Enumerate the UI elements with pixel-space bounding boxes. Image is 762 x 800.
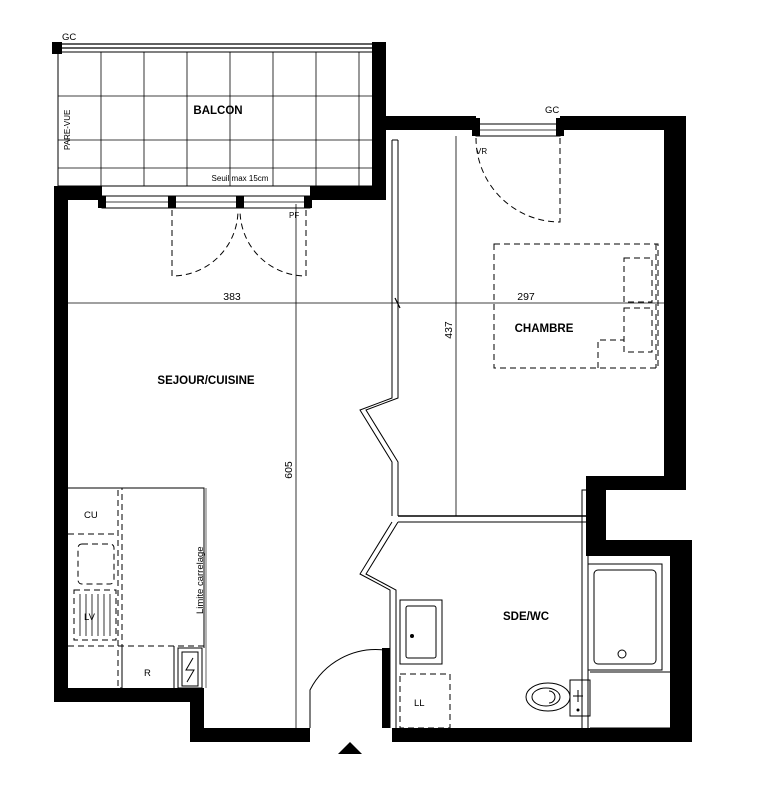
wall-notch-bottom	[586, 540, 692, 556]
entrance-door-swing	[309, 649, 385, 728]
gc-label-chambre: GC	[545, 105, 559, 116]
interior-partitions	[359, 139, 589, 731]
wall-bottom-right	[392, 728, 692, 742]
toilet-icon	[525, 679, 591, 717]
wall-notch-top	[586, 476, 686, 490]
balcony-post-right	[372, 42, 386, 54]
sejour-window: PF	[98, 195, 312, 220]
exterior-walls	[54, 54, 692, 742]
wall-top-chambre-left	[372, 116, 476, 130]
r-label: R	[144, 668, 151, 679]
ll-label: LL	[414, 698, 425, 709]
balcony-tile-grid	[58, 52, 376, 186]
wall-right-upper	[664, 116, 686, 484]
hob-icon	[77, 543, 115, 585]
dimension-sejour-width: 383	[223, 291, 241, 303]
dimension-chambre-depth: 437	[443, 321, 455, 339]
wall-top-mid-stub	[310, 186, 386, 200]
bed-icon	[493, 243, 659, 369]
dishwasher-icon	[73, 589, 117, 641]
dimension-chambre-width: 297	[517, 291, 535, 303]
washbasin-icon	[399, 599, 443, 665]
tile-limit-label: Limite carrelage	[195, 546, 206, 614]
room-label-sde: SDE/WC	[503, 611, 549, 623]
lv-label: LV	[84, 612, 96, 623]
wall-bottom-kitchen	[54, 688, 204, 702]
threshold-label: Seuil max 15cm	[212, 174, 269, 183]
shower-tray-icon	[587, 563, 663, 671]
cu-label: CU	[84, 510, 98, 521]
balcony-post-left	[52, 42, 62, 54]
balcony: GC BALCON PARE-VUE Seuil max 15cm	[52, 32, 386, 187]
room-label-balcon: BALCON	[193, 105, 242, 117]
entrance-arrow-icon	[338, 742, 362, 754]
door-swings	[171, 137, 561, 728]
kitchen: CU LV R Limite carrelage	[68, 487, 207, 689]
entrance-door-jamb	[382, 648, 390, 728]
vr-label: VR	[476, 147, 487, 156]
wall-bottom-left	[190, 728, 310, 742]
gc-label-balcony: GC	[62, 32, 76, 43]
wall-top-chambre-right	[560, 116, 686, 130]
wall-notch-left	[586, 476, 606, 556]
balcony-outline	[57, 51, 377, 187]
chambre-window: GC VR	[472, 105, 564, 156]
washing-machine-space	[399, 673, 451, 729]
pf-label: PF	[289, 211, 299, 220]
electrical-panel-icon	[177, 647, 203, 689]
dimension-lines: 383 297 437 605	[68, 136, 664, 728]
pare-vue-label: PARE-VUE	[63, 110, 72, 150]
room-label-chambre: CHAMBRE	[515, 323, 574, 335]
dimension-sejour-depth: 605	[283, 461, 295, 479]
wall-left	[54, 186, 68, 702]
wall-top-left-stub	[54, 186, 102, 200]
bathroom: LL	[399, 563, 670, 729]
room-label-sejour: SEJOUR/CUISINE	[157, 375, 254, 387]
wall-right-lower	[670, 540, 692, 742]
